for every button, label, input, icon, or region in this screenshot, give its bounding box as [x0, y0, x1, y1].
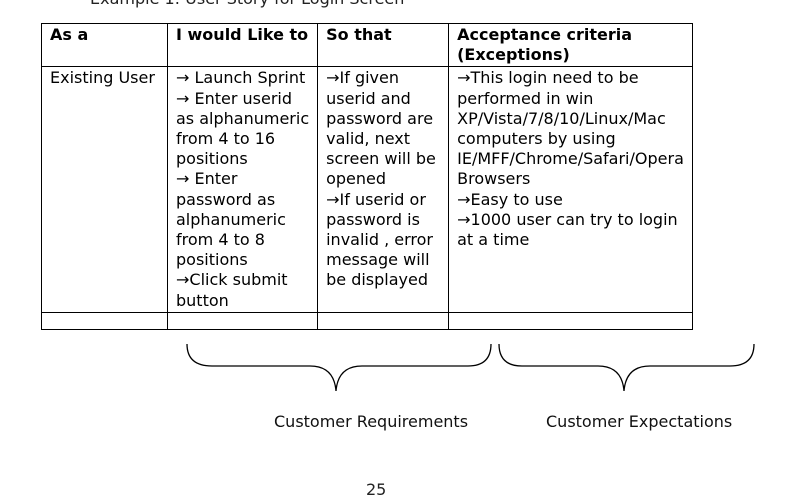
cell-line: → Launch Sprint: [176, 68, 306, 88]
empty-cell: [448, 312, 694, 331]
brace-requirements: [186, 343, 492, 392]
header-line: Acceptance criteria: [457, 25, 633, 44]
cell-line: computers by using: [457, 129, 616, 149]
cell-line: Browsers: [457, 169, 531, 189]
brace-expectations: [498, 343, 755, 392]
cell-line: be displayed: [326, 270, 429, 290]
cell-line: opened: [326, 169, 387, 189]
cell-line: →Easy to use: [457, 189, 563, 209]
header-so-that: So that: [317, 22, 450, 68]
cell-line: →If given: [326, 68, 400, 88]
cell-line: password as: [176, 189, 276, 209]
cell-line: →If userid or: [326, 189, 426, 209]
cell-line: password is: [326, 209, 420, 229]
customer-requirements-label: Customer Requirements: [274, 412, 469, 431]
user-story-table: As a I would Like to So that Acceptance …: [41, 22, 694, 331]
cell-outcomes: →If given userid and password are valid,…: [317, 66, 450, 314]
header-would-like-to: I would Like to: [166, 22, 319, 68]
cell-line: →Click submit: [176, 270, 288, 290]
cell-role: Existing User: [41, 66, 168, 314]
cell-line: message will: [326, 250, 430, 270]
cell-line: from 4 to 8: [176, 230, 265, 250]
header-line: (Exceptions): [457, 45, 570, 65]
cell-line: alphanumeric: [176, 209, 286, 229]
cell-line: valid, next: [326, 129, 411, 149]
cut-off-heading: Example 1: User Story for Login Screen: [90, 0, 404, 8]
cell-line: positions: [176, 250, 248, 270]
cell-line: IE/MFF/Chrome/Safari/Opera: [457, 149, 684, 169]
cell-line: → Enter: [176, 169, 238, 189]
cell-line: →1000 user can try to login: [457, 209, 678, 229]
empty-row: [41, 312, 694, 331]
header-as-a: As a: [41, 22, 168, 68]
cell-line: XP/Vista/7/8/10/Linux/Mac: [457, 108, 666, 128]
cell-line: button: [176, 290, 229, 310]
customer-expectations-label: Customer Expectations: [546, 412, 733, 431]
cell-line: screen will be: [326, 149, 436, 169]
cell-line: from 4 to 16: [176, 129, 276, 149]
cell-line: positions: [176, 149, 248, 169]
page-number: 25: [366, 480, 387, 499]
cell-line: as alphanumeric: [176, 108, 310, 128]
table-row: Existing User → Launch Sprint → Enter us…: [41, 66, 694, 314]
cell-acceptance: →This login need to be performed in win …: [448, 66, 694, 314]
cell-line: userid and: [326, 88, 411, 108]
cell-line: at a time: [457, 230, 530, 250]
cell-line: password are: [326, 108, 434, 128]
header-acceptance-criteria: Acceptance criteria (Exceptions): [448, 22, 694, 68]
header-row: As a I would Like to So that Acceptance …: [41, 22, 694, 68]
cell-line: invalid , error: [326, 230, 434, 250]
empty-cell: [166, 312, 319, 331]
cell-line: → Enter userid: [176, 88, 293, 108]
cell-line: Existing User: [50, 68, 155, 88]
cell-line: →This login need to be: [457, 68, 639, 88]
cell-actions: → Launch Sprint → Enter userid as alphan…: [166, 66, 319, 314]
cell-line: performed in win: [457, 88, 594, 108]
